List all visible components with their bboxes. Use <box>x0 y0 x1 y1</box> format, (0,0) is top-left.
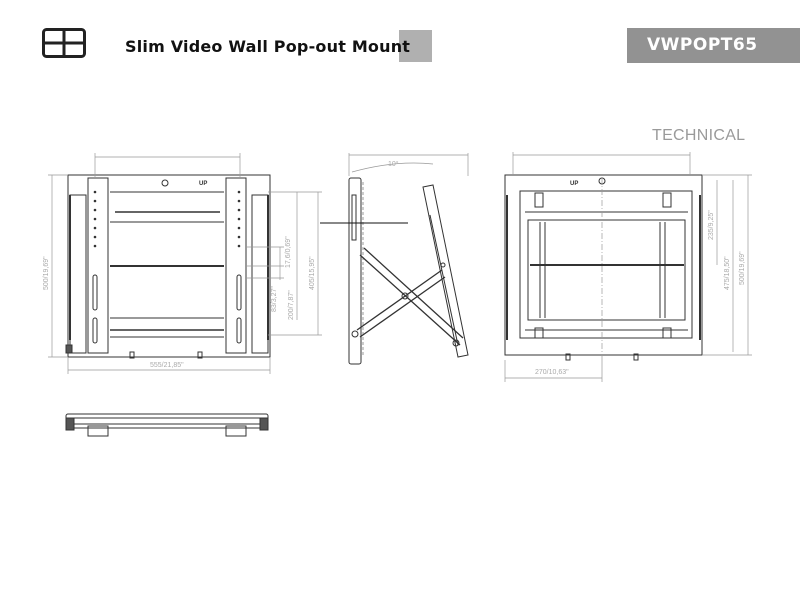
back-dim-235: 235/9,25" <box>708 210 715 240</box>
side-angle-label: 10° <box>388 160 399 168</box>
model-badge: VWPOPT65 <box>627 28 800 63</box>
back-dim-475: 475/18,50" <box>724 256 731 290</box>
front-up-label: UP <box>199 181 207 187</box>
bottom-view-drawing <box>65 413 269 437</box>
back-dim-500: 500/19,69" <box>739 251 746 285</box>
front-dim-405: 405/15,95" <box>309 256 316 290</box>
product-title: Slim Video Wall Pop-out Mount <box>125 37 411 56</box>
front-dim-200: 200/7,87" <box>288 290 295 320</box>
front-dim-83: 83/3,27" <box>271 286 278 312</box>
front-height-label: 500/19,69" <box>43 256 50 290</box>
video-wall-grid-icon <box>42 28 86 58</box>
front-view-dimensions <box>48 153 322 374</box>
side-view-drawing <box>348 153 469 365</box>
front-view-drawing <box>65 174 271 359</box>
title-accent-block <box>399 30 432 62</box>
front-dim-17: 17,6/0,69" <box>285 236 292 268</box>
back-view-dimensions <box>504 152 752 382</box>
front-width-label: 555/21,85" <box>150 362 184 369</box>
back-up-label: UP <box>570 181 578 187</box>
back-dim-270: 270/10,63" <box>535 369 569 376</box>
section-label: TECHNICAL <box>652 127 746 144</box>
back-view-drawing <box>504 174 703 361</box>
